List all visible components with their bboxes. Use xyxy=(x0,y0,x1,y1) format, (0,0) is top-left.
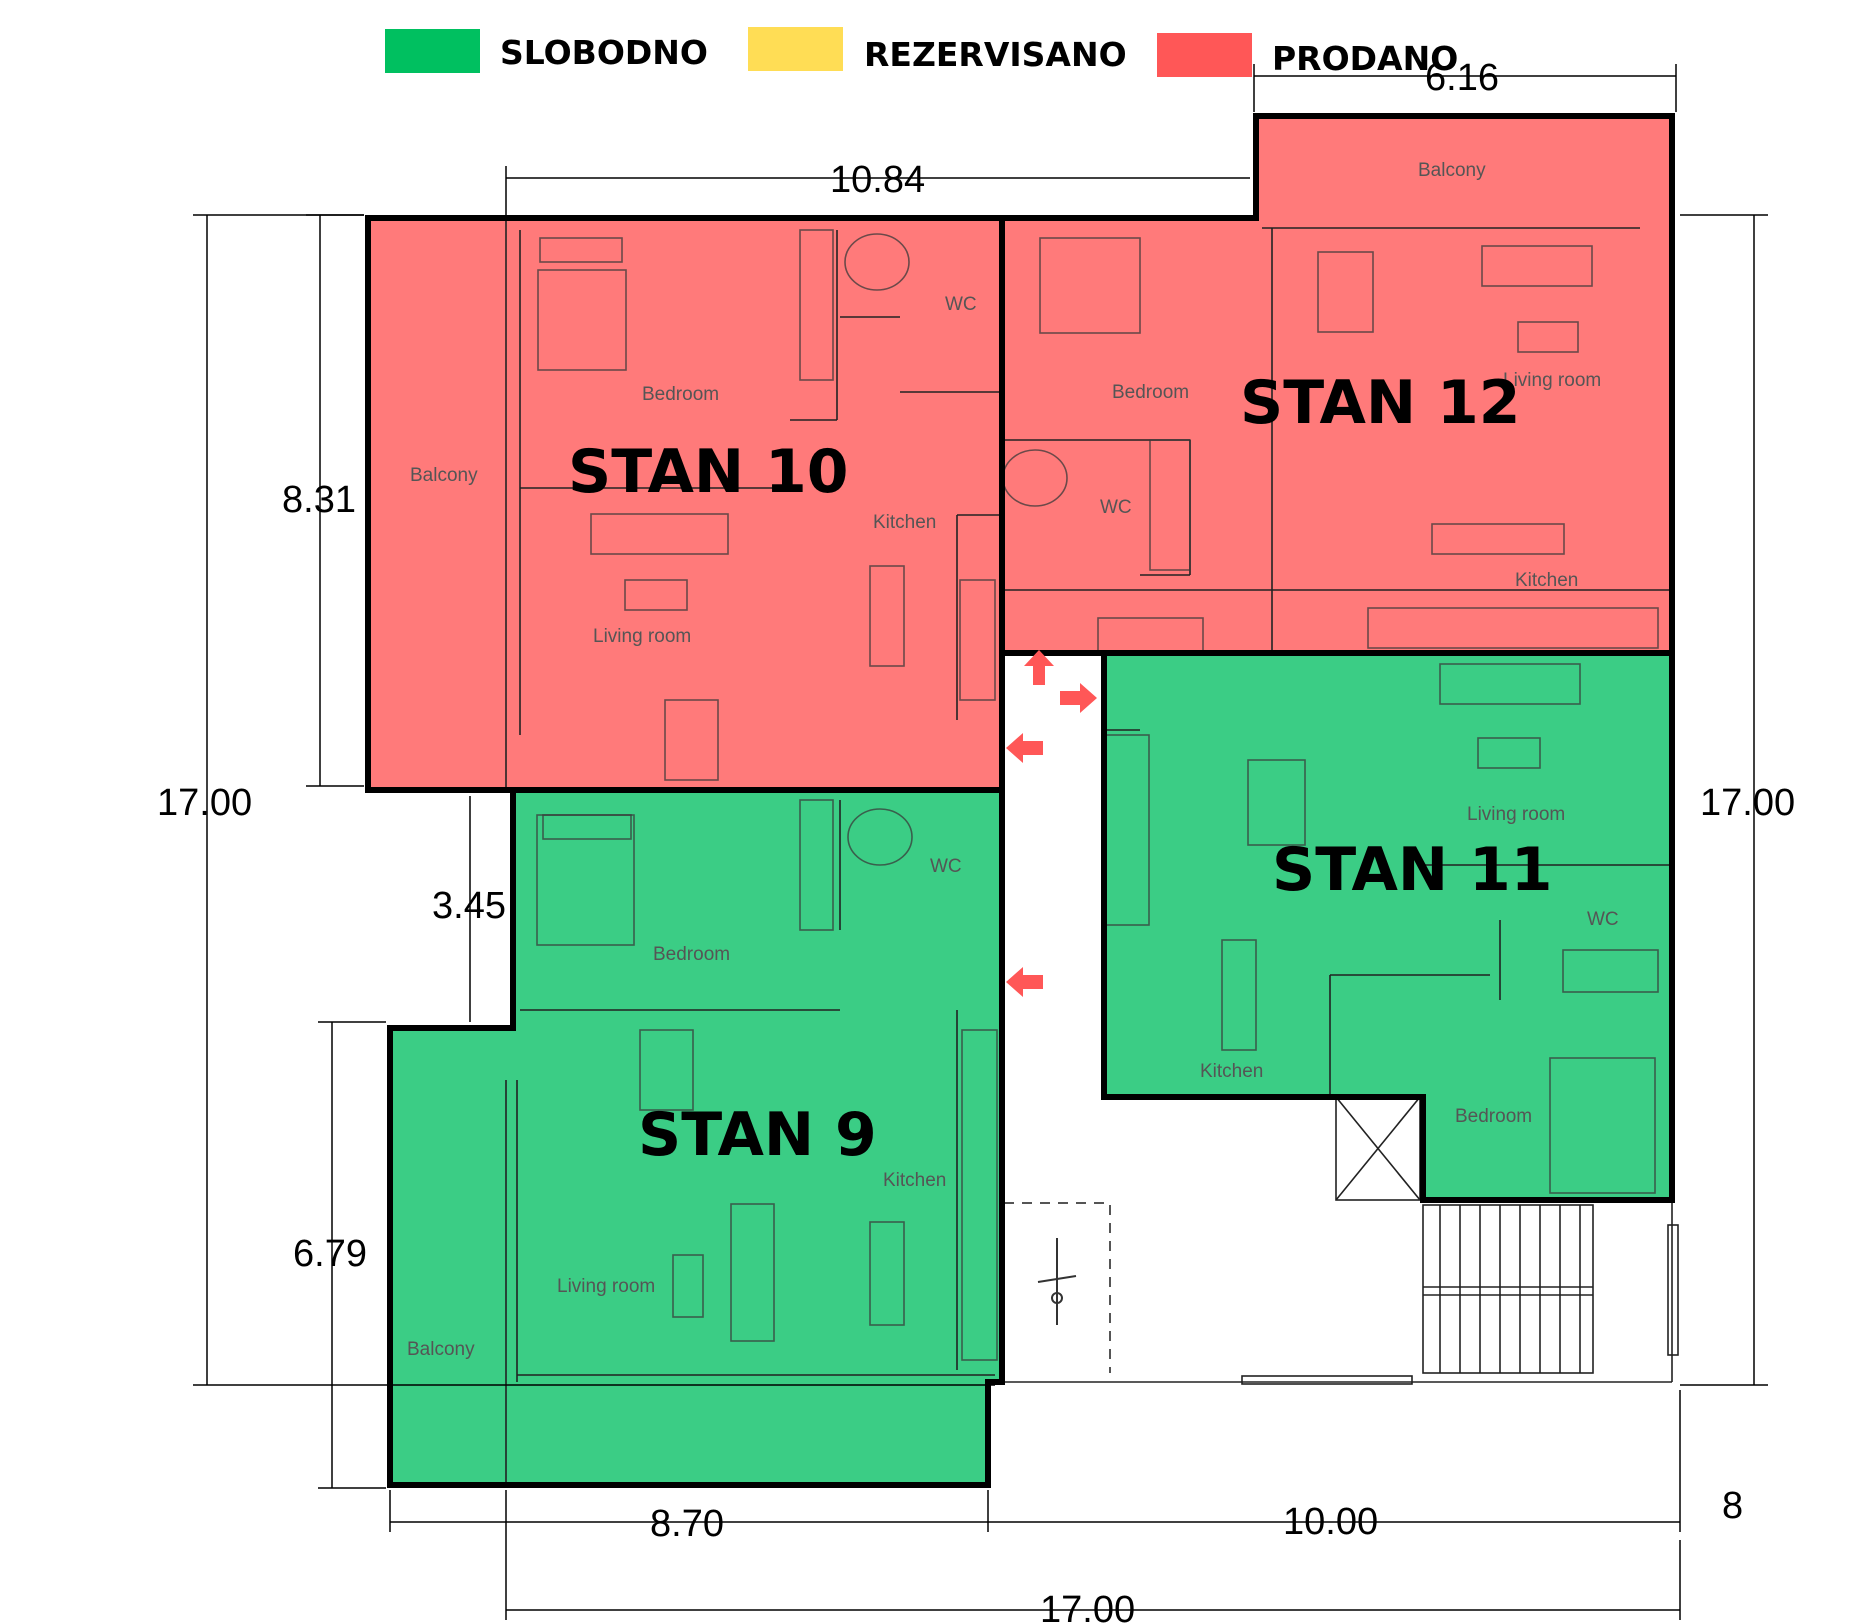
dimension-total-height-right: 17.00 xyxy=(1700,782,1795,824)
room-label: Balcony xyxy=(407,1339,475,1360)
arrow-up-icon xyxy=(1024,650,1054,685)
unit-11-area[interactable] xyxy=(1104,653,1672,1200)
room-label: WC xyxy=(1100,497,1132,518)
unit-11-outline xyxy=(1101,650,1675,1203)
unit-walls xyxy=(365,113,1675,1488)
page-number: 8 xyxy=(1722,1485,1743,1527)
dimension-top-left: 10.84 xyxy=(830,159,925,201)
legend: SLOBODNO REZERVISANO PRODANO xyxy=(385,27,1458,78)
legend-swatch-reserved xyxy=(748,27,843,71)
bicycle-icon xyxy=(1037,1238,1077,1325)
unit-12-name: STAN 12 xyxy=(1240,368,1521,438)
legend-swatch-available xyxy=(385,29,480,73)
unit-11-name: STAN 11 xyxy=(1272,835,1553,905)
interior-lines xyxy=(505,218,1679,1485)
entry-arrows xyxy=(1006,650,1097,997)
dimension-bottom-right: 10.00 xyxy=(1283,1501,1378,1543)
room-label: Balcony xyxy=(1418,160,1486,181)
unit-9-outline xyxy=(387,790,1005,1488)
unit-10-area[interactable] xyxy=(368,218,1002,790)
room-label: WC xyxy=(1587,909,1619,930)
legend-label-sold: PRODANO xyxy=(1272,39,1458,78)
legend-label-reserved: REZERVISANO xyxy=(864,35,1127,74)
room-label: Bedroom xyxy=(653,944,730,965)
room-labels: Balcony Bedroom WC Kitchen Living room B… xyxy=(407,160,1619,1360)
room-label: Bedroom xyxy=(642,384,719,405)
dimension-total-height-left: 17.00 xyxy=(157,782,252,824)
unit-9-name: STAN 9 xyxy=(638,1100,877,1170)
dimension-total-width: 17.00 xyxy=(1040,1589,1135,1624)
room-label: Bedroom xyxy=(1112,382,1189,403)
unit-names: STAN 10 STAN 12 STAN 11 STAN 9 xyxy=(568,368,1553,1170)
room-label: Living room xyxy=(1467,804,1565,825)
room-label: Kitchen xyxy=(873,512,936,533)
room-label: Living room xyxy=(1503,370,1601,391)
dimension-labels: 10.84 6.16 8.31 3.45 6.79 17.00 17.00 8.… xyxy=(157,57,1795,1624)
dimension-bottom-left: 8.70 xyxy=(650,1503,724,1545)
arrow-left-icon xyxy=(1006,733,1043,763)
unit-12-area[interactable] xyxy=(1004,116,1672,653)
legend-label-available: SLOBODNO xyxy=(500,33,708,72)
dimension-lines xyxy=(193,64,1768,1620)
room-label: Bedroom xyxy=(1455,1106,1532,1127)
unit-9-area[interactable] xyxy=(390,790,1002,1485)
unit-fills xyxy=(368,116,1672,1485)
room-label: Living room xyxy=(593,626,691,647)
bike-storage-outline xyxy=(1004,1202,1111,1373)
legend-swatch-sold xyxy=(1157,33,1252,77)
room-label: Kitchen xyxy=(1515,570,1578,591)
dimension-left-middle: 3.45 xyxy=(432,885,506,927)
room-label: Kitchen xyxy=(1200,1061,1263,1082)
dimension-left-upper: 8.31 xyxy=(282,479,356,521)
room-label: Living room xyxy=(557,1276,655,1297)
room-label: Kitchen xyxy=(883,1170,946,1191)
dimension-top-right: 6.16 xyxy=(1425,57,1499,99)
arrow-left-icon xyxy=(1006,967,1043,997)
arrow-right-icon xyxy=(1060,683,1097,713)
room-label: Balcony xyxy=(410,465,478,486)
dimension-left-lower: 6.79 xyxy=(293,1233,367,1275)
unit-10-name: STAN 10 xyxy=(568,437,849,507)
room-label: WC xyxy=(945,294,977,315)
room-label: WC xyxy=(930,856,962,877)
